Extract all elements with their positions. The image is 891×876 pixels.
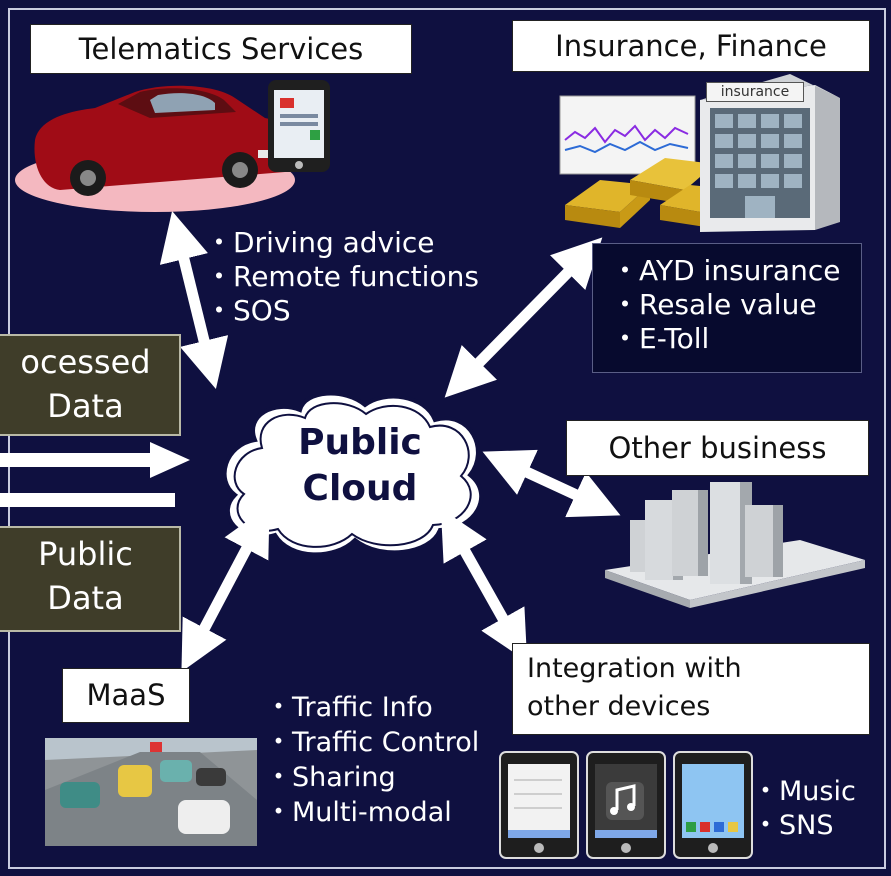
maas-title: MaaS [62,668,190,723]
processed-data-box: ocessed Data [0,334,181,436]
arrow-maas [181,505,270,672]
integration-title: Integration with other devices [512,643,870,735]
arrow-insurance [444,237,603,398]
insurance-title: Insurance, Finance [512,20,870,72]
integration-bullets: ・Music ・SNS [752,775,856,843]
cloud-label-line1: Public [298,422,422,463]
maas-bullets: ・Traffic Info ・Traffic Control ・Sharing … [265,690,479,830]
cloud-label-line2: Cloud [302,468,418,509]
input-arrow-top-head [150,442,190,478]
insurance-bullets-box: ・AYD insurance ・Resale value ・E-Toll [592,243,862,373]
public-data-line2: Data [47,579,124,617]
insurance-bullet-2: ・Resale value [611,288,817,321]
public-data-line1: Public [38,535,133,573]
integration-bullet-2: ・SNS [752,810,834,841]
telematics-bullets: ・Driving advice ・Remote functions ・SOS [205,226,479,328]
arrow-telematics [159,210,229,390]
telematics-bullet-3: ・SOS [205,294,291,327]
telematics-bullet-2: ・Remote functions [205,260,479,293]
arrow-integration [440,508,528,662]
insurance-sign: insurance [706,82,804,102]
other-business-title: Other business [566,420,869,476]
maas-bullet-4: ・Multi-modal [265,797,452,828]
insurance-bullet-3: ・E-Toll [611,322,710,355]
maas-bullet-3: ・Sharing [265,762,396,793]
public-data-box: Public Data [0,526,181,632]
processed-data-line1: ocessed [20,343,151,381]
public-cloud-label: Public Cloud [255,420,465,512]
integration-bullet-1: ・Music [752,776,856,807]
telematics-bullet-1: ・Driving advice [205,226,435,259]
arrow-other-business [482,449,621,518]
processed-data-line2: Data [47,387,124,425]
maas-bullet-2: ・Traffic Control [265,727,480,758]
integration-line2: other devices [527,691,711,722]
insurance-bullet-1: ・AYD insurance [611,254,841,287]
integration-line1: Integration with [527,653,742,684]
diagram-frame [8,8,886,869]
maas-bullet-1: ・Traffic Info [265,692,433,723]
telematics-title: Telematics Services [30,24,412,74]
